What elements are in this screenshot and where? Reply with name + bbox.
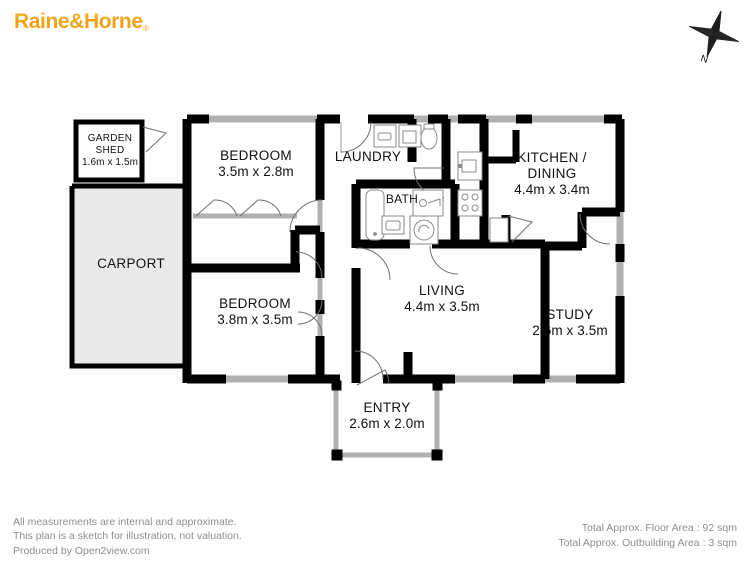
- cooktop-icon: [457, 189, 483, 217]
- windows-group: [193, 115, 624, 458]
- disclaimer-text: All measurements are internal and approx…: [13, 515, 242, 558]
- walls-group: [69, 114, 625, 461]
- total-outbuilding-area: Total Approx. Outbuilding Area : 3 sqm: [558, 536, 737, 549]
- area-totals: Total Approx. Floor Area : 92 sqm Total …: [558, 521, 737, 551]
- brand-logo: Raine&Horne: [14, 10, 143, 33]
- disclaimer-line-2: This plan is a sketch for illustration, …: [13, 530, 242, 543]
- disclaimer-line-1: All measurements are internal and approx…: [13, 516, 237, 528]
- door-swings-group: [142, 121, 611, 386]
- carport-floor: [72, 186, 190, 366]
- compass-north-label: N: [699, 53, 709, 66]
- fixtures-group: [365, 123, 509, 245]
- floor-plan-drawing: [69, 114, 625, 461]
- carport-walls: [69, 186, 190, 369]
- garden-shed-walls: [73, 119, 145, 183]
- toilet-icon: [420, 126, 438, 150]
- compass-rose-icon: N: [686, 8, 742, 70]
- total-floor-area: Total Approx. Floor Area : 92 sqm: [581, 522, 737, 534]
- disclaimer-line-3: Produced by Open2view.com: [13, 544, 150, 557]
- bathtub-icon: [365, 189, 385, 241]
- pantry-cupboard-icon: [489, 217, 509, 243]
- brand-registered-mark: ®: [143, 24, 149, 33]
